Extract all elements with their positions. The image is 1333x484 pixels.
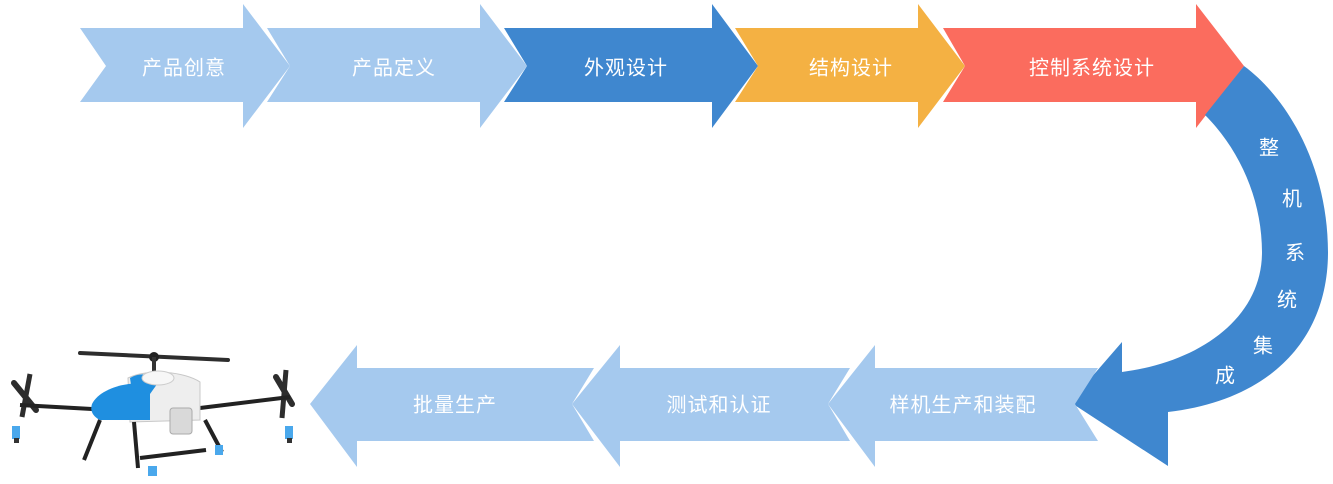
curve-char-6: 成 (1215, 363, 1235, 388)
curve-arrow-system-integration (1070, 66, 1328, 466)
arrow-prototype-production (828, 345, 1098, 467)
arrow-product-definition (267, 4, 527, 128)
arrow-testing-certification (572, 345, 850, 467)
step-label-mass-production: 批量生产 (413, 392, 497, 417)
step-label-structure-design: 结构设计 (809, 55, 893, 80)
curve-char-4: 统 (1277, 287, 1297, 312)
curve-char-3: 系 (1285, 240, 1305, 265)
arrow-structure-design (735, 4, 965, 128)
arrow-product-idea (80, 4, 290, 128)
curve-char-5: 集 (1253, 333, 1273, 358)
step-label-product-idea: 产品创意 (142, 55, 226, 80)
curve-char-2: 机 (1282, 186, 1302, 211)
arrow-appearance-design (504, 4, 758, 128)
curve-char-1: 整 (1259, 135, 1279, 160)
step-label-appearance-design: 外观设计 (584, 55, 668, 80)
step-label-testing-certification: 测试和认证 (666, 392, 772, 417)
drone-icon (11, 351, 295, 476)
step-label-prototype-production: 样机生产和装配 (889, 392, 1037, 417)
step-label-control-system-design: 控制系统设计 (1029, 55, 1155, 80)
arrow-control-system-design (943, 4, 1244, 128)
arrow-mass-production (310, 345, 594, 467)
step-label-product-definition: 产品定义 (352, 55, 436, 80)
